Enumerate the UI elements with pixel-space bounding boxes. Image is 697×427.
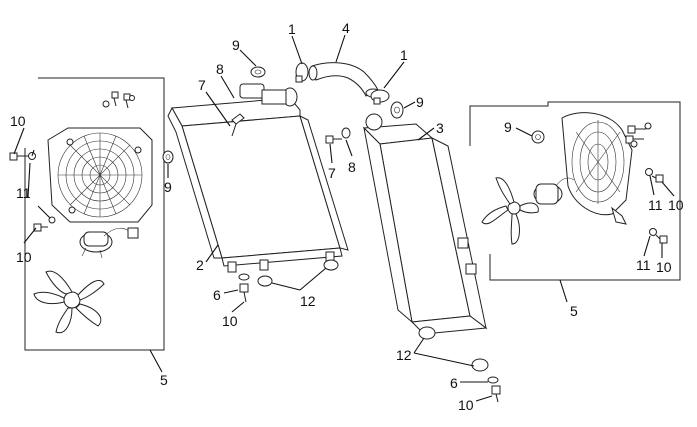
callout-6: 6	[213, 287, 221, 303]
callout-11: 11	[648, 197, 663, 213]
callout-10: 10	[222, 313, 238, 329]
callout-9: 9	[504, 119, 512, 135]
leader-lines	[13, 34, 675, 402]
callout-10: 10	[458, 397, 474, 413]
coolant-hose	[308, 62, 381, 98]
callout-labels: 10 11 10 5 9 9 8 7 1 4 1 9 3 7 8 2 6 10 …	[10, 20, 684, 413]
callout-5: 5	[160, 372, 168, 388]
callout-7: 7	[198, 77, 206, 93]
left-fan-blades	[33, 270, 105, 334]
grommet-9-right	[390, 101, 404, 119]
radiator-filler-neck	[239, 83, 298, 107]
callout-10: 10	[668, 197, 684, 213]
callout-10: 10	[10, 113, 26, 129]
callout-8: 8	[216, 61, 224, 77]
callout-1: 1	[400, 47, 408, 63]
callout-3: 3	[436, 120, 444, 136]
callout-5: 5	[570, 303, 578, 319]
callout-11: 11	[16, 185, 31, 201]
bottom-right-fasteners	[418, 326, 501, 403]
right-fan-blades	[481, 177, 539, 245]
secondary-radiator	[362, 113, 488, 335]
callout-7: 7	[328, 165, 336, 181]
callout-9: 9	[416, 94, 424, 110]
callout-9: 9	[232, 37, 240, 53]
callout-2: 2	[196, 257, 204, 273]
left-fan-assembly	[9, 77, 174, 351]
callout-1: 1	[288, 21, 296, 37]
callout-6: 6	[450, 375, 458, 391]
grommet-9-top	[250, 66, 266, 78]
bottom-left-fasteners	[238, 259, 339, 303]
callout-11: 11	[636, 257, 651, 273]
callout-10: 10	[656, 259, 672, 275]
left-group-frame	[24, 77, 165, 351]
callout-10: 10	[16, 249, 32, 265]
left-grommet-9	[162, 150, 174, 164]
right-screws-11-10b	[649, 228, 668, 244]
left-fan-shroud	[47, 127, 153, 223]
hose-clamp-left	[295, 62, 309, 83]
radiator-bolt-7	[231, 113, 245, 137]
callout-4: 4	[342, 20, 350, 36]
right-top-screws	[625, 122, 652, 148]
right-grommet-9	[531, 130, 545, 144]
callout-8: 8	[348, 159, 356, 175]
left-fan-motor	[79, 227, 139, 259]
callout-12: 12	[396, 347, 412, 363]
right-screws-11-10a	[645, 168, 664, 183]
right-fan-shroud	[561, 112, 633, 225]
main-radiator	[167, 83, 349, 273]
right-group-frame	[469, 101, 681, 281]
right-bolt-7-washer-8	[325, 127, 351, 144]
right-fan-assembly	[469, 101, 681, 281]
callout-12: 12	[300, 293, 316, 309]
left-top-screws	[102, 91, 135, 109]
right-fan-motor	[533, 177, 575, 205]
callout-9: 9	[164, 179, 172, 195]
left-screw-10b	[33, 216, 56, 232]
hose-clamp-right	[370, 89, 390, 105]
